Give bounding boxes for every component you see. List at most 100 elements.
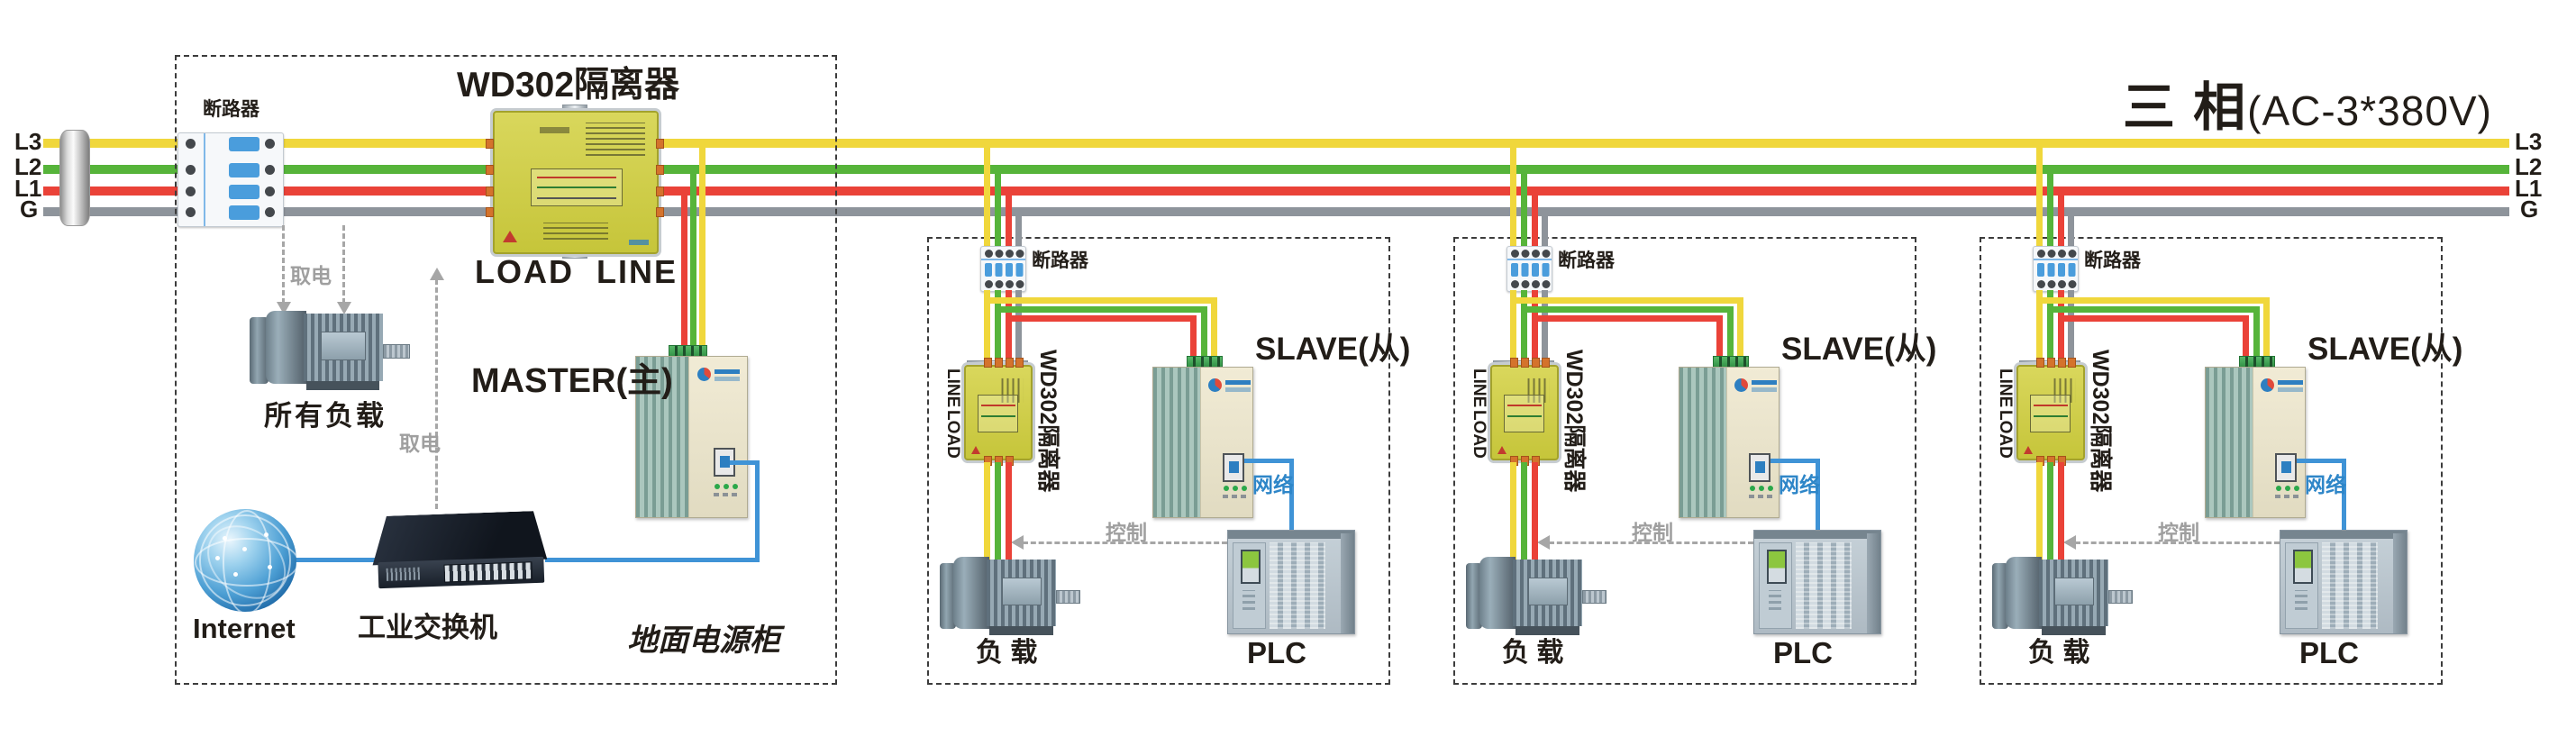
slave-boundary-box [1453, 237, 1916, 685]
wd302-isolator-master-icon [493, 111, 659, 254]
slave-unit-device [1679, 367, 1780, 518]
bus-wire-l3 [43, 139, 2509, 148]
plc-label: PLC [2299, 636, 2359, 669]
network-label: 网络 [2305, 473, 2346, 496]
bus-label-left-l3: L3 [14, 128, 42, 155]
load-motor-icon [940, 557, 1080, 635]
isolator-pin [1542, 358, 1550, 368]
ethernet-port-icon [1223, 452, 1244, 482]
industrial-switch-icon [371, 511, 549, 594]
tap-wire-red [1532, 187, 1538, 246]
network-cable [1816, 459, 1820, 541]
status-leds-icon [2276, 486, 2282, 492]
control-arrow-line [1023, 541, 1227, 544]
slave-circuit-breaker-icon [2033, 246, 2079, 292]
warning-triangle-icon [2023, 445, 2033, 454]
slave-label: SLAVE(从) [1255, 332, 1411, 367]
tap-wire-red [1006, 187, 1012, 246]
slave-unit-device [2205, 367, 2306, 518]
isolator-pin [656, 139, 664, 149]
isolator-pin [2047, 358, 2055, 368]
bus-wire-l2 [43, 165, 2509, 174]
tap-wire-yellow [1510, 139, 1516, 246]
isolator-pin [1015, 358, 1024, 368]
plc-display [1767, 550, 1787, 584]
bus-wire-l1 [43, 187, 2509, 196]
slave-circuit-breaker-icon [980, 246, 1026, 292]
isolator-pin [486, 207, 494, 217]
all-loads-label: 所有负载 [264, 400, 387, 432]
load-side-label: LOAD [943, 410, 962, 459]
bus-label-left-l1: L1 [14, 175, 42, 202]
slave-section-2: 断路器 LI [1453, 0, 1936, 737]
network-label: 网络 [1252, 473, 1294, 496]
page-title: 三 相(AC-3*380V) [2123, 65, 2492, 141]
slave-boundary-box [927, 237, 1390, 685]
isolator-pin [995, 358, 1003, 368]
control-label: 控制 [2158, 521, 2199, 544]
tap-wire-green [995, 165, 1001, 246]
ground-cabinet-section: 断路器 WD302隔离器 LOAD LINE [175, 55, 837, 737]
network-cable [755, 460, 760, 562]
status-leds-icon [1224, 486, 1230, 492]
breaker-label: 断路器 [1558, 250, 1615, 271]
breaker-handles [229, 137, 259, 151]
arrow-down-icon [337, 302, 351, 314]
bus-wire-g [43, 207, 2509, 216]
breaker-screws [265, 139, 275, 149]
master-tap-yellow [699, 144, 705, 345]
warning-triangle-icon [970, 445, 980, 454]
ground-cabinet-boundary [175, 55, 837, 685]
plc-device-icon [1753, 530, 1881, 634]
brand-logo-icon [629, 240, 649, 246]
network-cable [1244, 459, 1294, 463]
heatsink-fins [636, 357, 690, 517]
load-label: 负 载 [976, 638, 1038, 668]
title-chinese: 三 相 [2123, 78, 2248, 137]
status-leds-icon [1750, 486, 1756, 492]
load-side-label: LOAD [1996, 410, 2015, 459]
heatsink-fins [1153, 368, 1201, 517]
network-cable [2342, 459, 2346, 541]
vendor-logo-icon [696, 368, 711, 382]
network-cable [2297, 459, 2346, 463]
line-side-label: LINE [1996, 368, 2015, 408]
line-side-label: LINE [1470, 368, 1488, 408]
slave-circuit-breaker-icon [1506, 246, 1552, 292]
load-label: 负 载 [2028, 638, 2090, 668]
slave-unit-device [1152, 367, 1253, 518]
bus-label-left-l2: L2 [14, 153, 42, 180]
isolator-pin [656, 207, 664, 217]
vendor-logo-icon [2260, 378, 2274, 392]
bus-label-right-g: G [2520, 196, 2539, 223]
internet-label: Internet [193, 613, 296, 644]
load-side-label: LOAD [475, 253, 574, 290]
breaker-screws [186, 139, 196, 149]
cabinet-label: 地面电源柜 [627, 623, 780, 658]
breaker-label: 断路器 [1032, 250, 1088, 271]
tap-wire-gray [1015, 207, 1022, 246]
slave-section-1: 断路器 LI [927, 0, 1410, 737]
network-cable [1770, 459, 1820, 463]
tap-wire-gray [2068, 207, 2074, 246]
load-label: 负 载 [1502, 638, 1564, 668]
plc-label: PLC [1773, 636, 1833, 669]
tap-arrow-line-up [435, 279, 438, 509]
control-label: 控制 [1632, 521, 1673, 544]
isolator-pin [486, 139, 494, 149]
isolator-pin [2068, 358, 2076, 368]
wd302-isolator-icon [964, 365, 1033, 460]
wd302-isolator-icon [1490, 365, 1559, 460]
plc-display [2293, 550, 2313, 584]
vendor-logo-icon [1734, 378, 1748, 392]
master-label: MASTER(主) [471, 362, 673, 400]
load-motor-icon [1466, 557, 1607, 635]
ethernet-port-icon [1749, 452, 1770, 482]
tap-wire-yellow [2036, 139, 2043, 246]
tap-label-1: 取电 [290, 264, 332, 287]
isolator-pin [656, 165, 664, 175]
isolator-pin [1006, 358, 1014, 368]
load-side-label: LOAD [1470, 410, 1488, 459]
isolator-label: WD302隔离器 [1561, 350, 1587, 493]
